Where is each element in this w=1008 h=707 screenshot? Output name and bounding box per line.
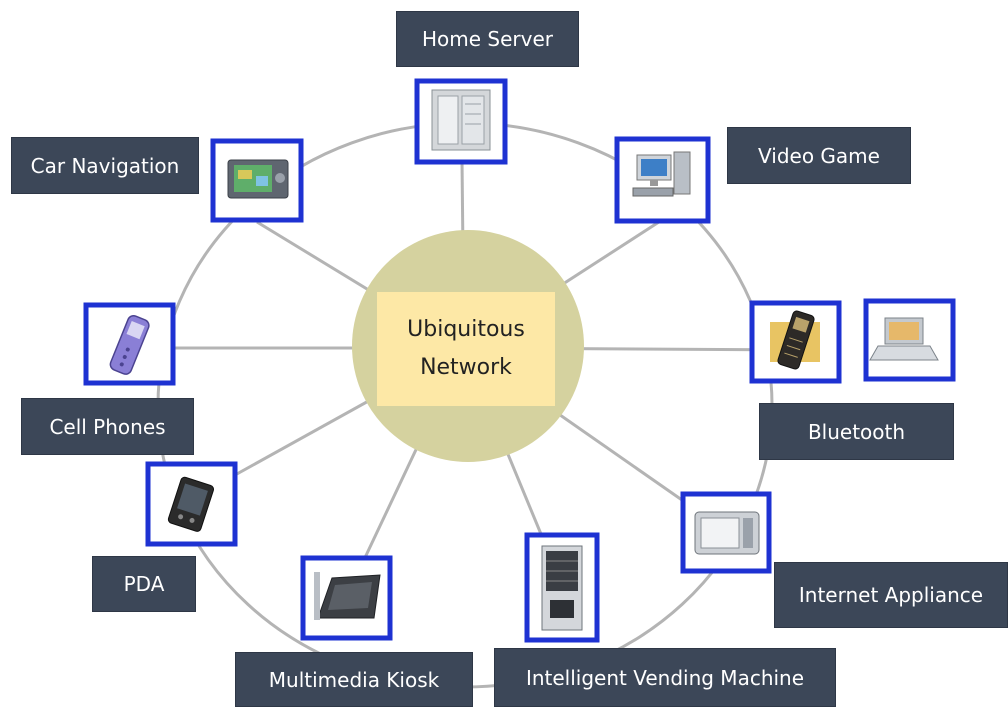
bluetooth-laptop-icon [869,317,939,361]
multimedia-kiosk-icon [314,572,381,620]
bluetooth-phone-icon [770,310,820,370]
center-line2: Network [420,355,512,380]
center-line1: Ubiquitous [407,316,525,342]
video-game-icon [632,151,691,197]
label-bluetooth: Bluetooth [759,403,954,460]
home-server-icon [431,89,491,151]
label-internet-appliance: Internet Appliance [774,562,1008,628]
label-pda: PDA [92,556,196,612]
label-cell-phones: Cell Phones [21,398,194,455]
label-home-server: Home Server [396,11,579,67]
label-video-game: Video Game [727,127,911,184]
label-multimedia-kiosk: Multimedia Kiosk [235,652,473,707]
vending-machine-icon [541,545,583,631]
label-car-navigation: Car Navigation [11,137,199,194]
label-vending-machine: Intelligent Vending Machine [494,648,836,707]
pda-icon [167,476,214,532]
cell-phone-icon [109,314,150,375]
microwave-icon [694,511,760,555]
car-navigation-icon [227,159,289,199]
center-label: Ubiquitous Network [377,292,555,406]
